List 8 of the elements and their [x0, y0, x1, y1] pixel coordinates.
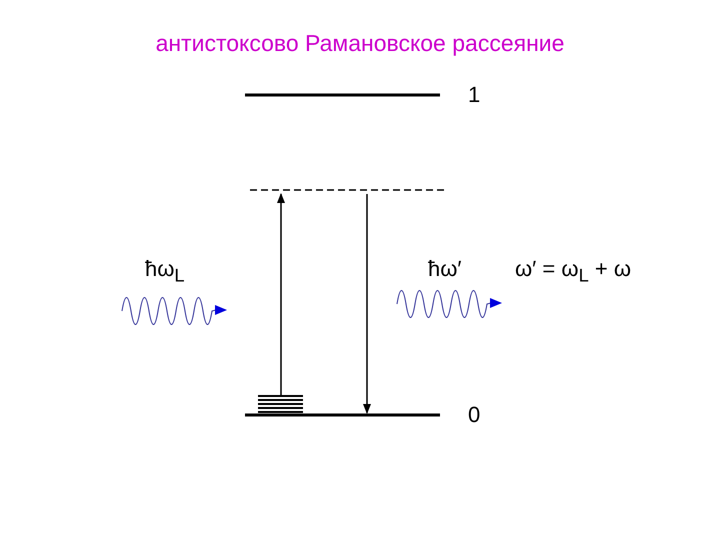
photon-energy-label: ħω$_{L}$: [145, 256, 185, 286]
frequency-formula: ω′ = ω$_{L}$ + ω: [515, 256, 632, 286]
photon-energy-label: ħω′: [428, 256, 462, 282]
level-number: 1: [468, 82, 480, 108]
diagram-title: антистоксово Рамановское рассеяние: [154, 30, 566, 57]
transition-arrow: [363, 194, 371, 414]
transition-arrow: [277, 193, 285, 395]
level-number: 0: [468, 402, 480, 428]
